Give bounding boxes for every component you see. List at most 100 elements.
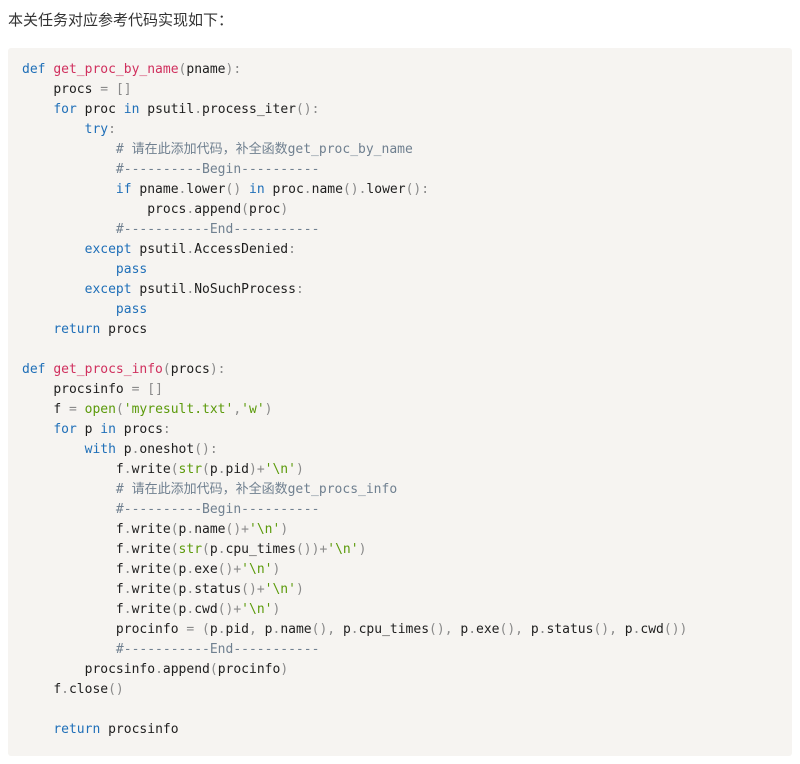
code-line: return procsinfo [22,720,792,740]
code-token: ( [202,462,210,477]
code-token: cwd [194,602,218,617]
code-token: proc [249,202,281,217]
code-token: . [123,462,132,477]
code-token: pid [225,622,249,637]
code-line: # 请在此添加代码，补全函数get_procs_info [22,480,792,500]
code-line: procs.append(proc) [22,200,792,220]
code-token: ( [241,202,249,217]
code-token: #----------Begin---------- [115,502,320,517]
code-block[interactable]: def get_proc_by_name(pname): procs = [] … [8,48,792,756]
code-token: ()+ [217,562,242,577]
code-token [22,502,116,517]
code-token: ( [170,462,179,477]
code-token: p [342,622,351,637]
code-token: ( [170,562,179,577]
code-line: procinfo = (p.pid, p.name(), p.cpu_times… [22,620,792,640]
code-token: close [68,682,109,697]
code-token: . [350,622,359,637]
code-token: ) [264,402,273,417]
code-token [22,302,116,317]
code-token: : [295,282,304,297]
code-token: append [162,662,210,677]
code-token [108,82,116,97]
code-token [100,322,108,337]
code-token: . [123,562,132,577]
code-token: . [186,582,195,597]
code-token: '\n' [241,602,273,617]
code-token: for [53,422,77,437]
code-token: ) [280,522,289,537]
code-line: f.write(p.name()+'\n') [22,520,792,540]
code-token: . [155,662,163,677]
code-token: write [131,462,171,477]
code-token [124,382,132,397]
code-token: p [178,522,187,537]
code-token: str [178,462,203,477]
code-token: write [131,522,171,537]
code-token: ( [202,622,210,637]
code-token: f [115,522,124,537]
code-token: p [530,622,539,637]
code-token: procinfo [115,622,179,637]
code-token: in [249,182,265,197]
code-token: . [186,282,195,297]
code-line: if pname.lower() in proc.name().lower(): [22,180,792,200]
code-token: ) [272,602,281,617]
code-line: # 请在此添加代码，补全函数get_proc_by_name [22,140,792,160]
code-token: p [624,622,633,637]
code-token: ) [295,462,304,477]
code-token: return [53,322,101,337]
code-token: procsinfo [108,722,179,737]
code-token [22,262,116,277]
code-token [22,722,53,737]
code-line: return procs [22,320,792,340]
code-token [257,622,265,637]
code-token: str [178,542,203,557]
code-token: . [123,522,132,537]
code-token: ()+ [225,522,249,537]
code-token: = [186,622,195,637]
code-token: status [546,622,594,637]
code-token: status [194,582,242,597]
code-line: f.write(p.status()+'\n') [22,580,792,600]
code-token: (): [295,102,320,117]
code-token: : [288,242,296,257]
code-token [22,482,116,497]
code-token: ( [178,62,187,77]
code-token: in [100,422,116,437]
code-token: ) [280,202,289,217]
code-token: p [84,422,93,437]
code-token: . [123,542,132,557]
code-token [22,102,53,117]
code-token: ()) [663,622,688,637]
code-line: f.write(str(p.pid)+'\n') [22,460,792,480]
code-line: pass [22,260,792,280]
code-token [116,102,124,117]
code-token [116,442,124,457]
code-token: cwd [640,622,664,637]
code-token: f [115,562,124,577]
code-token: (), [499,622,523,637]
code-token: . [131,442,140,457]
code-token: ) [358,542,367,557]
code-token: def [22,62,46,77]
code-token: ( [209,662,218,677]
code-token: psutil [139,282,187,297]
code-token: # 请在此添加代码，补全函数get_proc_by_name [115,142,413,157]
code-token: if [115,182,132,197]
code-token: process_iter [202,102,296,117]
code-line: for p in procs: [22,420,792,440]
code-token: #----------Begin---------- [115,162,320,177]
code-token: (): [194,442,218,457]
code-token: AccessDenied [194,242,289,257]
code-token: [] [115,82,132,97]
code-token [194,622,202,637]
code-token: '\n' [264,582,296,597]
code-token: ) [272,562,281,577]
code-token [523,622,531,637]
code-token [77,402,85,417]
code-token [22,562,116,577]
code-token: for [53,102,77,117]
code-line: #----------Begin---------- [22,500,792,520]
code-token [22,122,85,137]
